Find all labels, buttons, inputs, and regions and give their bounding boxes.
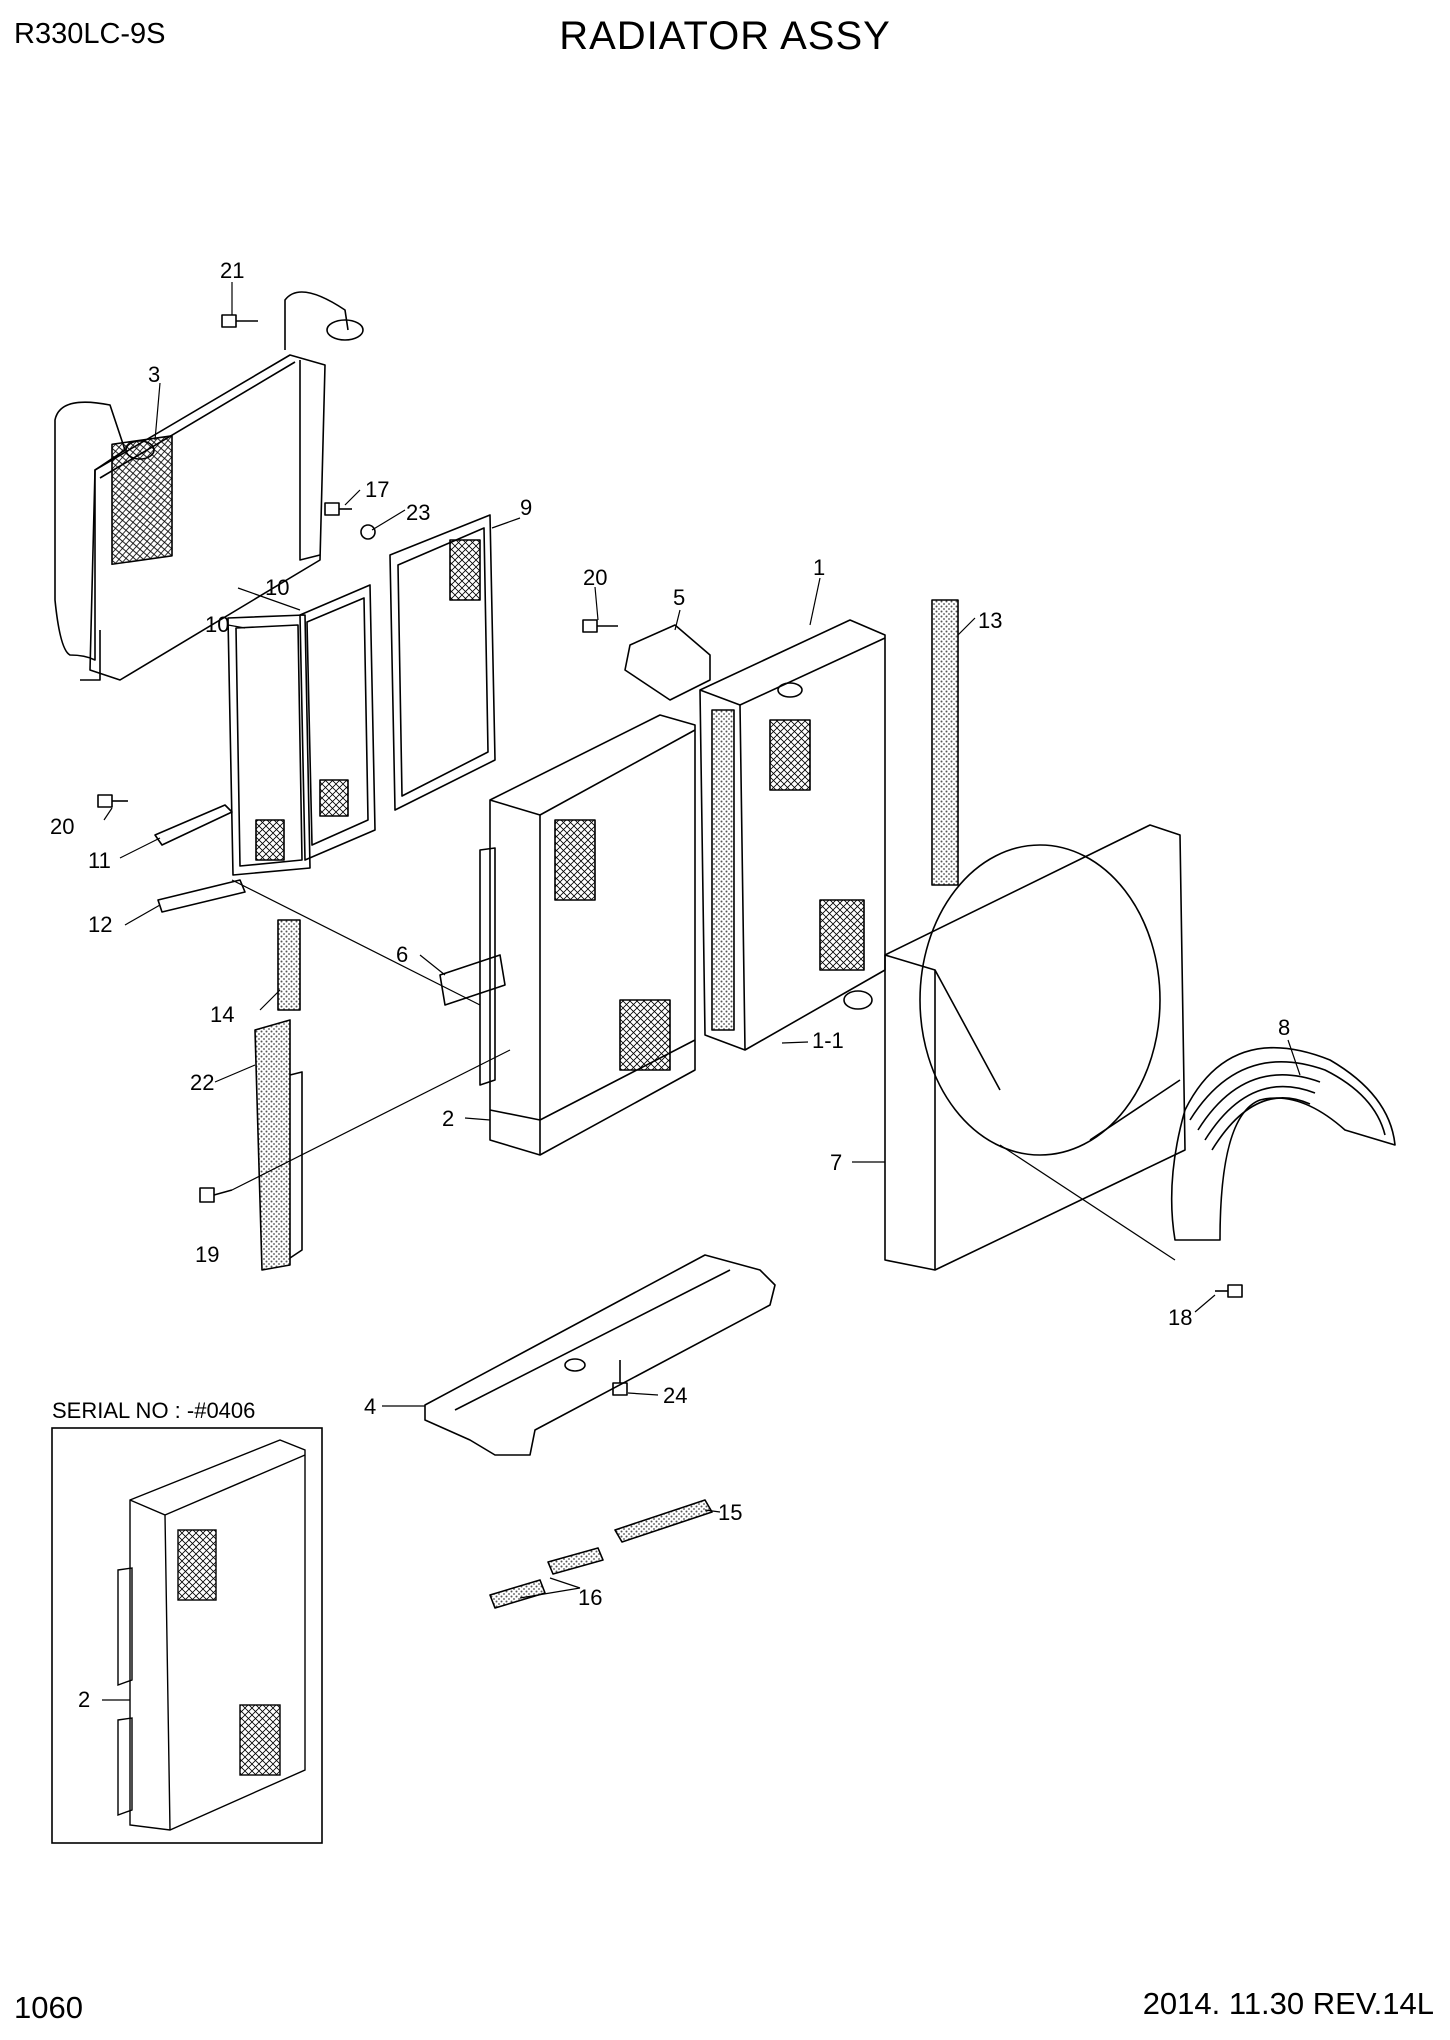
bolt-19 [199,1187,233,1203]
callout-20-left: 20 [50,814,74,839]
part-8-fan-guard [1170,1046,1396,1241]
page-number: 1060 [14,1990,83,2025]
bolt-20-top [582,619,618,633]
callout-1-1: 1-1 [812,1028,844,1053]
part-4-base-plate [424,1254,776,1456]
part-10-frame-left [227,614,311,876]
model-number: R330LC-9S [14,18,166,50]
part-1-radiator [699,619,886,1051]
bolt-21 [221,314,258,328]
revision-date: 2014. 11.30 REV.14L [1142,1986,1434,2021]
page-title: RADIATOR ASSY [559,14,891,58]
part-14-seal-block [277,919,301,1011]
callout-19: 19 [195,1242,219,1267]
callout-18: 18 [1168,1305,1192,1330]
part-16-pad-a [489,1579,546,1609]
inset-callout-2: 2 [78,1687,90,1712]
callout-22: 22 [190,1070,214,1095]
part-11-bracket [154,804,233,846]
part-5-bracket [624,624,711,701]
callout-17: 17 [365,477,389,502]
callout-16: 16 [578,1585,602,1610]
part-6-bracket [439,954,506,1006]
bolt-18 [1215,1284,1243,1298]
serial-number-inset: SERIAL NO : -#0406 2 [51,1398,323,1844]
callout-1: 1 [813,555,825,580]
callout-3: 3 [148,362,160,387]
callout-14: 14 [210,1002,234,1027]
part-22-seal-strip [254,1019,303,1271]
callout-23: 23 [406,500,430,525]
callout-13: 13 [978,608,1002,633]
part-16-pad-b [547,1547,604,1575]
washer-23 [360,524,376,540]
part-12-bracket [157,879,246,913]
callout-9: 9 [520,495,532,520]
callout-2: 2 [442,1106,454,1131]
part-13-seal-strip [931,599,959,886]
callout-24: 24 [663,1383,687,1408]
bolt-24 [612,1360,628,1396]
callout-8: 8 [1278,1015,1290,1040]
part-15-pad [614,1499,713,1543]
callout-15: 15 [718,1500,742,1525]
part-2-radiator-shroud [479,714,696,1156]
bolt-17 [324,502,352,516]
callout-4: 4 [364,1394,376,1419]
inset-caption: SERIAL NO : -#0406 [52,1398,255,1423]
intercooler [54,291,364,681]
callout-20-top: 20 [583,565,607,590]
callout-11: 11 [88,848,111,873]
part-10-frame-right [299,584,376,861]
part-9-screen-frame [389,514,496,811]
callout-21: 21 [220,258,244,283]
inset-shroud [117,1439,306,1831]
bolt-20-left [97,794,128,808]
callout-10-upper: 10 [265,575,289,600]
callout-12: 12 [88,912,112,937]
callout-6: 6 [396,942,408,967]
part-7-fan-shroud [884,824,1186,1271]
leader-lines [103,282,1301,1599]
callout-7: 7 [830,1150,842,1175]
callout-10-lower: 10 [205,612,229,637]
callout-5: 5 [673,585,685,610]
callout-labels: 21 3 17 23 9 20 5 1 13 10 10 20 11 12 6 … [50,258,1290,1610]
